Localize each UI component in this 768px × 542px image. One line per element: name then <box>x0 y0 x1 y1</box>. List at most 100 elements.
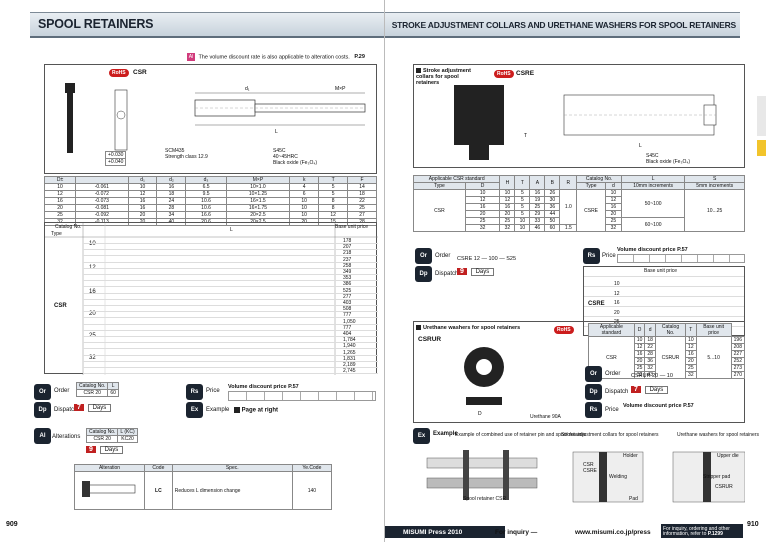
volume-discount-text: Volume discount price <box>228 384 287 390</box>
footer-note[interactable]: For inquiry, ordering and other informat… <box>663 527 743 537</box>
col-header: T <box>685 323 697 337</box>
price-value: 1,265 <box>343 349 356 356</box>
row-divider <box>83 286 378 288</box>
collar-cell: 26 <box>544 189 561 197</box>
dispatch-days-number: 7 <box>74 404 84 411</box>
collar-cell: 32 <box>604 224 622 232</box>
price-value: 178 <box>343 238 352 244</box>
row-divider <box>83 274 378 275</box>
right-page-number: 910 <box>747 521 759 528</box>
collar-cell: 10 <box>464 189 501 197</box>
csrur-label: CSRUR <box>715 484 733 490</box>
order-d: 20 <box>95 390 101 396</box>
price-value: 1,831 <box>343 355 356 362</box>
collar-cell: 20 <box>604 210 622 218</box>
left-page-number: 909 <box>6 521 18 528</box>
order-example-s: S25 <box>506 256 517 262</box>
alteration-icon: Al <box>187 53 195 61</box>
side-tab <box>757 96 766 136</box>
alterations-label: Alterations <box>52 434 81 440</box>
price-value: 207 <box>343 244 352 251</box>
dimension-cell: 6 <box>289 190 320 198</box>
col-header: M×P <box>225 176 291 184</box>
price-value: 1,940 <box>343 343 356 350</box>
dispatch-icon: Dp <box>415 266 432 282</box>
price-value: 508 <box>343 306 352 313</box>
urethane-cell: 227 <box>730 350 746 358</box>
example-text[interactable]: Page at right <box>234 407 278 414</box>
order-catalog-header: Catalog No. <box>75 382 109 390</box>
collar-cell: 16 <box>604 203 622 211</box>
price-value: 386 <box>343 281 352 288</box>
dimension-cell: 16.6 <box>185 211 227 219</box>
urethane-code: CSRUR <box>418 336 442 343</box>
tolerance-value: +0.040 <box>104 158 127 166</box>
dispatch-label: Dispatch <box>54 407 78 413</box>
dimension-cell: 10 <box>289 197 320 205</box>
dimension-cell: 12 <box>318 211 349 219</box>
d-value: 32 <box>89 355 96 361</box>
volume-discount[interactable]: Volume discount price P.57 <box>228 384 299 390</box>
discount-note-text: The volume discount rate is also applica… <box>198 54 350 61</box>
order-example-l: 60 <box>107 389 119 397</box>
urethane-cell: 32 <box>644 364 656 372</box>
alt-col-header: Spec. <box>171 464 293 472</box>
sub-header: 5mm increments <box>684 182 745 190</box>
row-divider <box>83 243 378 244</box>
price-value: 403 <box>343 300 352 306</box>
side-tab <box>757 140 766 156</box>
row-divider <box>83 336 378 337</box>
price-label: Price <box>206 388 220 394</box>
collar-cell: 5 <box>514 196 531 204</box>
discount-table <box>228 391 376 401</box>
svg-text:T: T <box>524 133 527 139</box>
volume-discount[interactable]: Volume discount price P.57 <box>623 403 694 409</box>
urethane-cell: 273 <box>730 364 746 372</box>
volume-discount[interactable]: Volume discount price P.57 <box>617 247 688 253</box>
urethane-cell: 32 <box>685 371 697 379</box>
csr-label: CSR <box>583 462 594 468</box>
dimension-cell: 16 <box>156 183 187 191</box>
urethane-cell: 10 <box>685 336 697 344</box>
urethane-order-code: CSRUR 20 <box>631 373 659 379</box>
price-d-value: 12 <box>614 290 620 297</box>
col-header: D <box>633 323 646 337</box>
row-divider <box>83 305 378 306</box>
material-note-a: SCM435 Strength class 12.9 <box>165 148 208 160</box>
material-note: S45C <box>273 148 286 154</box>
dispatch-days-number: 9 <box>457 268 467 275</box>
price-value: 777 <box>343 312 352 319</box>
collar-cell: 25 <box>464 217 501 225</box>
example-text-value: Page at right <box>241 407 279 414</box>
collar-cell: 36 <box>544 203 561 211</box>
tolerance-table: +0.030 +0.040 <box>104 151 127 166</box>
alter-days-number: 9 <box>86 446 96 453</box>
usage-urethane: Urethane washers for spool retainers <box>677 432 759 438</box>
collar-material: S45C Black oxide (Fe₃O₄) <box>646 153 690 165</box>
col-header: R <box>559 175 578 190</box>
urethane-cell: 196 <box>730 336 746 344</box>
csre-label: CSRE <box>583 468 597 474</box>
footer-url[interactable]: www.misumi.co.jp/press <box>575 529 651 536</box>
discount-note-page[interactable]: P.29 <box>354 54 365 61</box>
row-divider <box>83 354 378 356</box>
price-value: 2,189 <box>343 362 356 368</box>
price-table-title: Base unit price <box>644 268 678 274</box>
spool-retainer-drawing: d₁ M×P L <box>65 83 366 153</box>
dispatch-label: Dispatch <box>435 271 459 277</box>
price-header: Base unit price <box>335 224 369 230</box>
row-divider <box>83 360 378 362</box>
material-note: Black oxide (Fe₃O₄) <box>273 160 318 166</box>
dimension-cell: 10×1.25 <box>225 190 291 198</box>
dimension-cell: -0.072 <box>75 190 129 198</box>
price-value: 353 <box>343 275 352 282</box>
dimension-cell: 10×1.0 <box>225 183 291 191</box>
csr-drawing-box: RoHS CSR d₁ M×P L +0.030 +0.040 SCM435 S… <box>44 64 377 174</box>
svg-text:L: L <box>639 143 642 149</box>
urethane-cell: 208 <box>730 343 746 351</box>
sub-header: D <box>464 182 501 190</box>
volume-discount-text: Volume discount price <box>623 403 682 409</box>
